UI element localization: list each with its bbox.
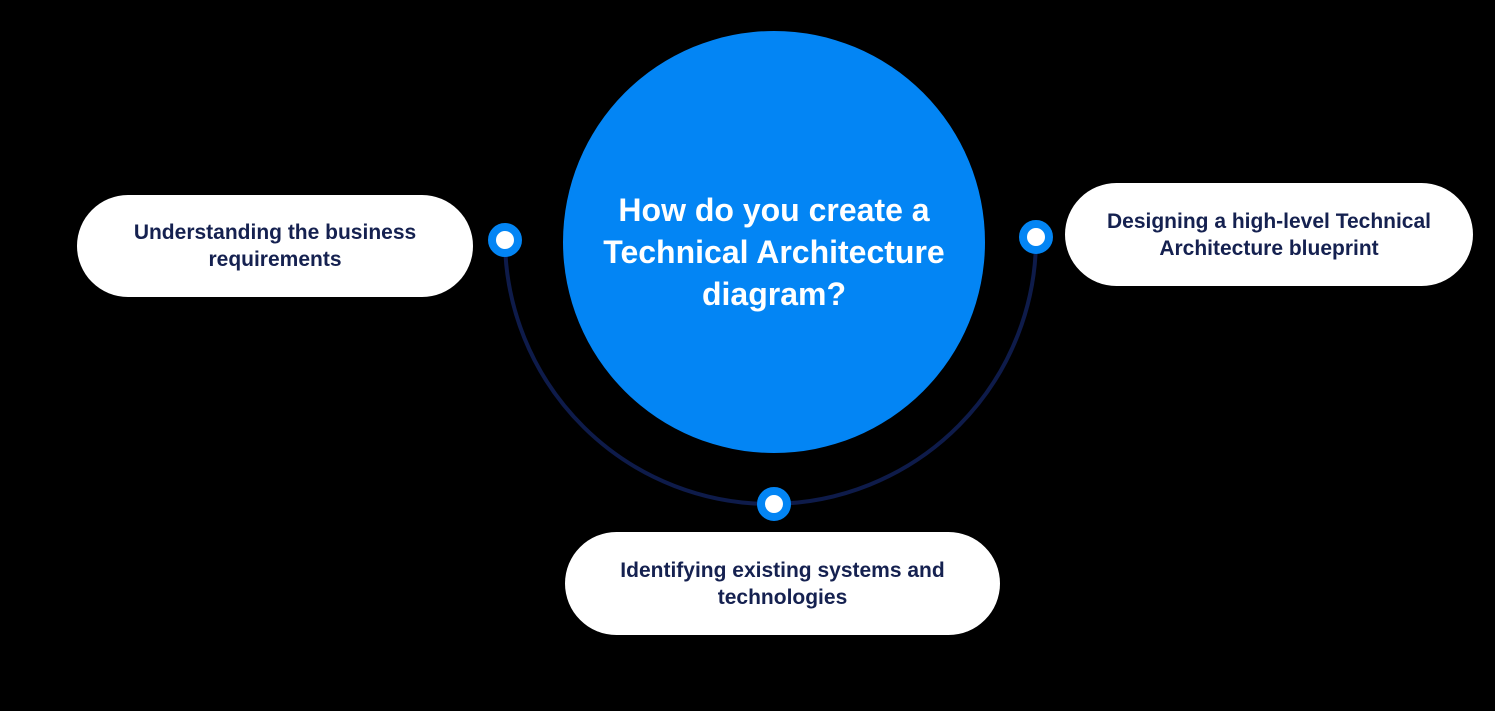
node-understanding-business-requirements: Understanding the business requirements — [77, 195, 473, 297]
center-question-text: How do you create a Technical Architectu… — [603, 192, 945, 312]
node-identifying-existing-systems: Identifying existing systems and technol… — [565, 532, 1000, 635]
node-label-identifying-existing-systems: Identifying existing systems and technol… — [620, 558, 945, 609]
connector-dot-bottom — [757, 487, 791, 521]
node-designing-high-level-blueprint: Designing a high-level Technical Archite… — [1065, 183, 1473, 286]
node-label-designing-high-level-blueprint: Designing a high-level Technical Archite… — [1106, 209, 1431, 260]
connector-dot-right — [1019, 220, 1053, 254]
center-question-circle: How do you create a Technical Architectu… — [563, 31, 985, 453]
connector-dot-left — [488, 223, 522, 257]
node-label-understanding-business-requirements: Understanding the business requirements — [133, 221, 417, 271]
